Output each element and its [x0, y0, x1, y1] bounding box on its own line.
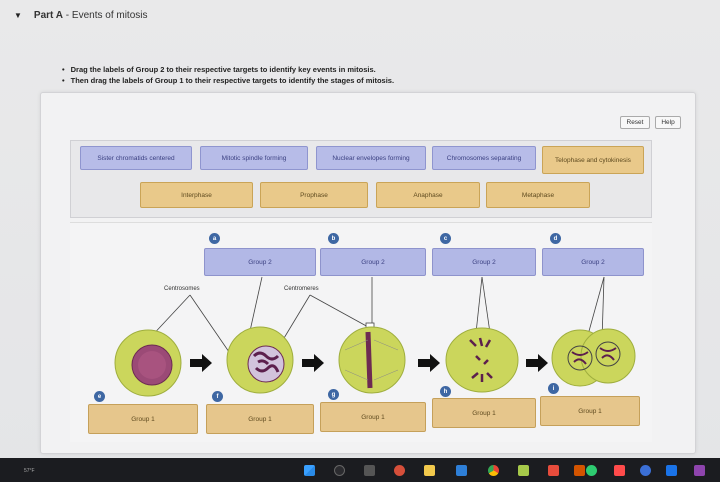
group2-target-c[interactable]: Group 2	[432, 248, 536, 276]
label-sister-chromatids-centered[interactable]: Sister chromatids centered	[80, 146, 192, 170]
group2-target-d[interactable]: Group 2	[542, 248, 644, 276]
file-explorer-icon[interactable]	[424, 465, 435, 476]
whatsapp-icon[interactable]	[586, 465, 597, 476]
store-icon[interactable]	[456, 465, 467, 476]
label-metaphase[interactable]: Metaphase	[486, 182, 590, 208]
group2-target-b[interactable]: Group 2	[320, 248, 426, 276]
marker-i: i	[548, 383, 559, 394]
search-icon[interactable]	[334, 465, 345, 476]
windows-start-icon[interactable]	[304, 465, 315, 476]
label-telophase-and-cytokinesis[interactable]: Telophase and cytokinesis	[542, 146, 644, 174]
marker-f: f	[212, 391, 223, 402]
collapse-caret-icon[interactable]: ▼	[14, 11, 22, 20]
app-icon[interactable]	[640, 465, 651, 476]
label-prophase[interactable]: Prophase	[260, 182, 368, 208]
app-icon[interactable]	[694, 465, 705, 476]
caption-centromeres: Centromeres	[284, 286, 319, 292]
app-icon[interactable]	[518, 465, 529, 476]
group1-target-e[interactable]: Group 1	[88, 404, 198, 434]
marker-e: e	[94, 391, 105, 402]
marker-a: a	[209, 233, 220, 244]
group1-target-f[interactable]: Group 1	[206, 404, 314, 434]
chrome-icon[interactable]	[488, 465, 499, 476]
reset-button[interactable]: Reset	[620, 116, 650, 129]
app-icon[interactable]	[614, 465, 625, 476]
group1-target-h[interactable]: Group 1	[432, 398, 536, 428]
marker-c: c	[440, 233, 451, 244]
app-icon[interactable]	[666, 465, 677, 476]
task-view-icon[interactable]	[364, 465, 375, 476]
label-interphase[interactable]: Interphase	[140, 182, 253, 208]
group1-target-i[interactable]: Group 1	[540, 396, 640, 426]
taskbar	[0, 458, 720, 482]
marker-g: g	[328, 389, 339, 400]
label-mitotic-spindle-forming[interactable]: Mitotic spindle forming	[200, 146, 308, 170]
group1-target-g[interactable]: Group 1	[320, 402, 426, 432]
group2-target-a[interactable]: Group 2	[204, 248, 316, 276]
weather-readout: 57°F	[24, 468, 35, 474]
help-button[interactable]: Help	[655, 116, 681, 129]
app-icon[interactable]	[574, 465, 585, 476]
label-nuclear-envelopes-forming[interactable]: Nuclear envelopes forming	[316, 146, 426, 170]
instruction-item: Then drag the labels of Group 1 to their…	[62, 75, 394, 86]
part-title: Part A - Events of mitosis	[33, 10, 148, 21]
marker-d: d	[550, 233, 561, 244]
label-anaphase[interactable]: Anaphase	[376, 182, 480, 208]
part-header[interactable]: ▼ Part A - Events of mitosis	[14, 10, 147, 21]
instruction-item: Drag the labels of Group 2 to their resp…	[62, 64, 394, 75]
app-icon[interactable]	[394, 465, 405, 476]
label-chromosomes-separating[interactable]: Chromosomes separating	[432, 146, 536, 170]
app-icon[interactable]	[548, 465, 559, 476]
caption-centrosomes: Centrosomes	[164, 286, 200, 292]
instructions-list: Drag the labels of Group 2 to their resp…	[62, 64, 394, 86]
marker-h: h	[440, 386, 451, 397]
marker-b: b	[328, 233, 339, 244]
